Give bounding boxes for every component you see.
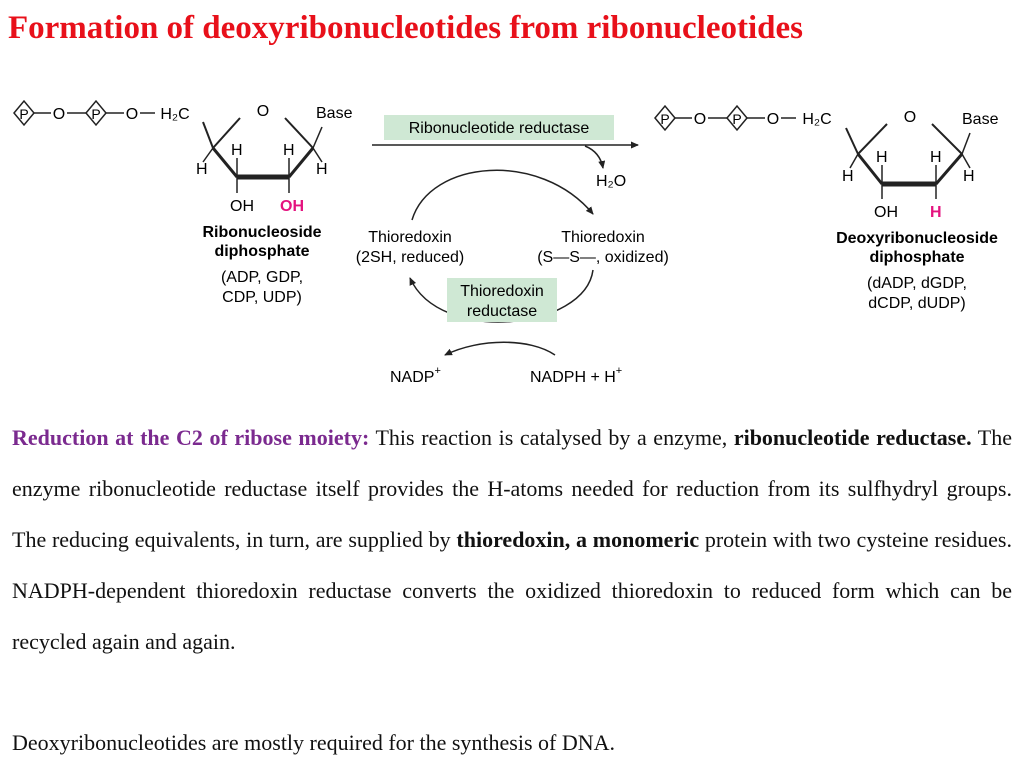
phosphate-icon: P <box>654 104 676 132</box>
enzyme-name-bold: ribonucleotide reductase. <box>733 425 972 450</box>
phosphate-icon: P <box>85 99 107 127</box>
thioredoxin-reduced-label: Thioredoxin <box>368 229 452 246</box>
thioredoxin-oxidized-state: (S—S—, oxidized) <box>537 249 669 266</box>
h-label: H <box>963 168 975 185</box>
ring-oxygen: O <box>257 103 269 120</box>
cycle-arrow-top <box>411 169 594 221</box>
paragraph-text: protein with two cysteine residues. NADP… <box>12 527 1012 654</box>
phosphate-icon: P <box>726 104 748 132</box>
thioredoxin-reductase-label-line2: reductase <box>467 303 537 320</box>
ribonucleotide-reductase-label: Ribonucleotide reductase <box>409 120 590 137</box>
lead-heading: Reduction at the C2 of ribose moiety: <box>12 425 370 450</box>
thioredoxin-bold: thioredoxin, a monomeric <box>456 527 700 552</box>
water-release-arrow <box>584 145 606 169</box>
thioredoxin-reductase-label: Thioredoxin <box>460 283 544 300</box>
ribonucleoside-examples: (ADP, GDP, <box>221 269 303 286</box>
h-highlight-label: H <box>930 204 942 221</box>
h-label: H <box>231 142 243 159</box>
ribonucleoside-name-line2: diphosphate <box>214 243 309 260</box>
h-label: H <box>842 168 854 185</box>
ribonucleoside-diphosphate-structure: P O P O H₂C O Base H H H H OH OH <box>13 99 353 306</box>
h-label: H <box>196 161 208 178</box>
h2c-label: H₂C <box>160 106 189 123</box>
oxygen-link: O <box>767 111 779 128</box>
summary-paragraph: Deoxyribonucleotides are mostly required… <box>12 730 616 755</box>
h2c-label: H₂C <box>802 111 831 128</box>
deoxyribonucleoside-examples-line2: dCDP, dUDP) <box>868 295 966 312</box>
svg-text:P: P <box>732 111 741 127</box>
oxygen-link: O <box>53 106 65 123</box>
svg-text:P: P <box>91 106 100 122</box>
page-title: Formation of deoxyribonucleotides from r… <box>8 10 803 46</box>
ring-oxygen: O <box>904 109 916 126</box>
paragraph-text: The enzyme ribonucleotide reductase itse… <box>12 425 1012 552</box>
nadp-label: NADP+ <box>390 365 441 386</box>
nadph-arrow <box>444 341 556 356</box>
deoxyribonucleoside-examples: (dADP, dGDP, <box>867 275 967 292</box>
deoxyribonucleoside-name: Deoxyribonucleoside <box>836 230 998 247</box>
reaction-center: Ribonucleotide reductase H₂O Thioredoxin… <box>356 115 669 386</box>
ribonucleoside-name: Ribonucleoside <box>202 224 321 241</box>
h-label: H <box>930 149 942 166</box>
enzyme-box <box>384 115 614 140</box>
oh-highlight-label: OH <box>280 198 304 215</box>
deoxyribonucleoside-name-line2: diphosphate <box>869 249 964 266</box>
base-label: Base <box>962 111 999 128</box>
paragraph-text: This reaction is catalysed by a enzyme, <box>369 425 734 450</box>
h-label: H <box>876 149 888 166</box>
water-label: H₂O <box>596 173 626 190</box>
oxygen-link: O <box>126 106 138 123</box>
svg-text:P: P <box>19 106 28 122</box>
thioredoxin-reduced-state: (2SH, reduced) <box>356 249 465 266</box>
ribonucleoside-examples-line2: CDP, UDP) <box>222 289 302 306</box>
oxygen-link: O <box>694 111 706 128</box>
deoxyribonucleoside-diphosphate-structure: P O P O H₂C O Base H H H H OH H Deoxyri <box>654 104 999 312</box>
oh-label: OH <box>230 198 254 215</box>
explanation-paragraph: Reduction at the C2 of ribose moiety: Th… <box>12 412 1012 667</box>
h-label: H <box>316 161 328 178</box>
phosphate-icon: P <box>13 99 35 127</box>
thioredoxin-oxidized-label: Thioredoxin <box>561 229 645 246</box>
svg-text:P: P <box>660 111 669 127</box>
nadph-label: NADPH + H+ <box>530 365 622 386</box>
oh-label: OH <box>874 204 898 221</box>
base-label: Base <box>316 105 353 122</box>
reaction-diagram: P O P O H₂C O Base H H H H OH OH <box>13 99 999 386</box>
thioredoxin-reductase-box <box>447 278 557 322</box>
h-label: H <box>283 142 295 159</box>
